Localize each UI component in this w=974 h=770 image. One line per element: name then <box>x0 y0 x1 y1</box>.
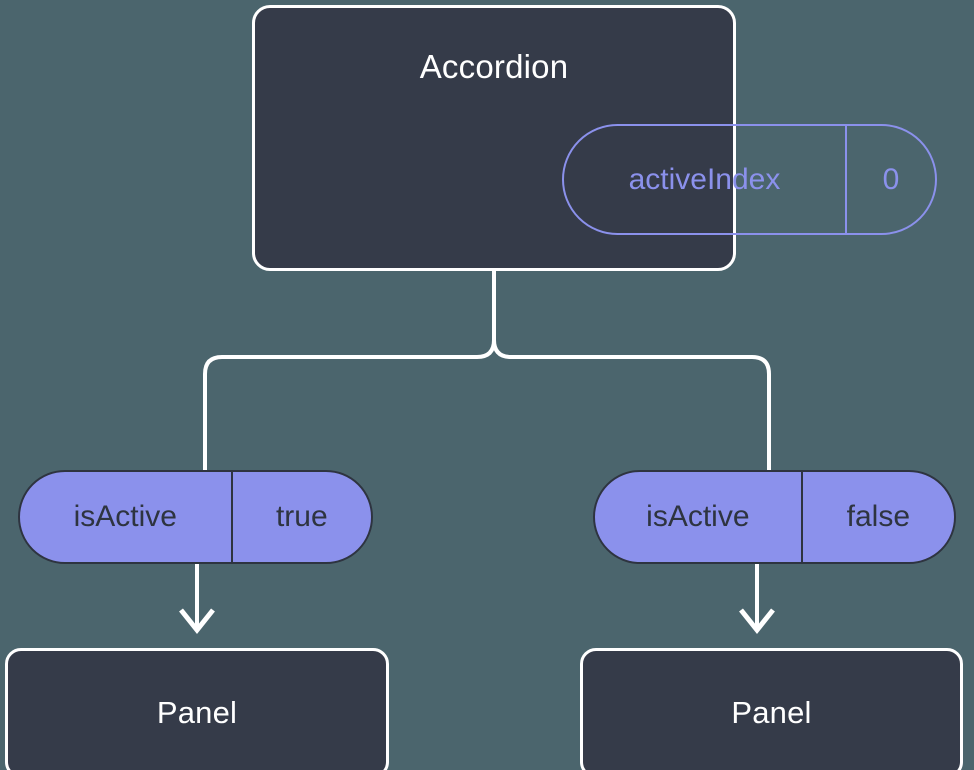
branch-prop-isactive-true-key: isActive <box>73 500 177 533</box>
accordion-prop-activeindex-value: 0 <box>844 126 935 233</box>
panel-node-left[interactable]: Panel <box>5 648 389 770</box>
branch-prop-isactive-false-pill[interactable]: isActive false <box>593 470 956 564</box>
branch-prop-isactive-false-value: false <box>800 472 954 562</box>
accordion-prop-activeindex-key: activeIndex <box>628 162 781 196</box>
accordion-node[interactable]: Accordion activeIndex 0 <box>252 5 937 271</box>
branch-prop-isactive-false-key: isActive <box>646 500 750 533</box>
panel-node-left-label: Panel <box>156 695 238 730</box>
panel-node-right[interactable]: Panel <box>580 648 963 770</box>
connector-to-left-branch <box>203 338 496 472</box>
panel-node-right-label: Panel <box>731 695 812 730</box>
connector-to-right-branch <box>492 338 771 472</box>
branch-prop-isactive-true-pill[interactable]: isActive true <box>18 470 373 564</box>
accordion-node-label: Accordion <box>419 48 569 85</box>
branch-prop-isactive-true-value: true <box>230 472 371 562</box>
accordion-prop-activeindex-pill[interactable]: activeIndex 0 <box>562 124 937 235</box>
arrow-head-right <box>739 608 775 635</box>
arrow-head-left <box>179 608 215 635</box>
